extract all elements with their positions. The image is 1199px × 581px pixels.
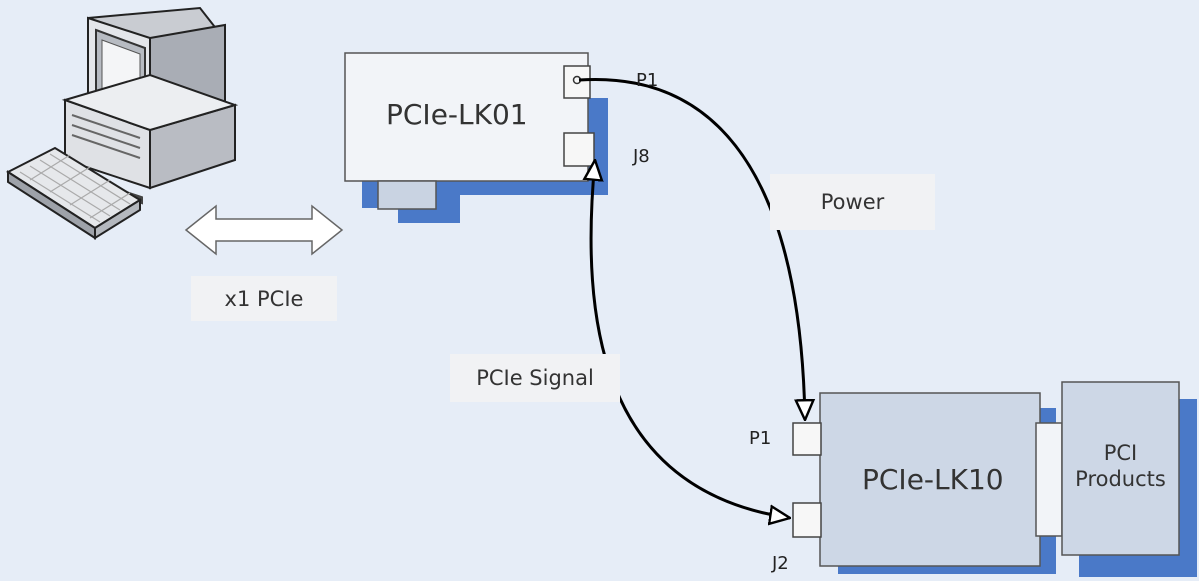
lk10-card: [792, 392, 1063, 574]
pcie-signal-label: PCIe Signal: [450, 354, 620, 402]
lk10-j2-label: J2: [772, 553, 789, 574]
pci-products-line1: PCI: [1103, 441, 1138, 465]
pci-products-label: PCI Products: [1062, 440, 1179, 492]
lk01-card: [344, 52, 608, 223]
lk01-j8-connector: [563, 132, 595, 167]
edge-connector: [1035, 422, 1063, 537]
computer-icon: [5, 6, 239, 240]
x1-pcie-text: x1 PCIe: [224, 286, 304, 311]
pcie-signal-text: PCIe Signal: [476, 366, 594, 390]
lk01-p1-label: P1: [636, 70, 659, 91]
x1-pcie-label: x1 PCIe: [191, 276, 337, 321]
lk01-p1-connector: [563, 65, 591, 99]
lk10-title: PCIe-LK10: [862, 463, 1004, 496]
power-arrow: [578, 77, 805, 420]
lk01-j8-label: J8: [633, 146, 650, 167]
pci-products-card: [1061, 381, 1197, 577]
lk10-p1-label: P1: [749, 428, 772, 449]
lk10-p1-connector: [792, 422, 822, 456]
pcie-signal-arrow: [591, 160, 790, 518]
pci-products-line2: Products: [1075, 467, 1166, 491]
power-label: Power: [770, 174, 935, 230]
lk01-title: PCIe-LK01: [386, 98, 528, 131]
power-text: Power: [820, 190, 885, 214]
bidirectional-arrow-icon: [184, 204, 344, 256]
lk10-j2-connector: [792, 502, 822, 538]
